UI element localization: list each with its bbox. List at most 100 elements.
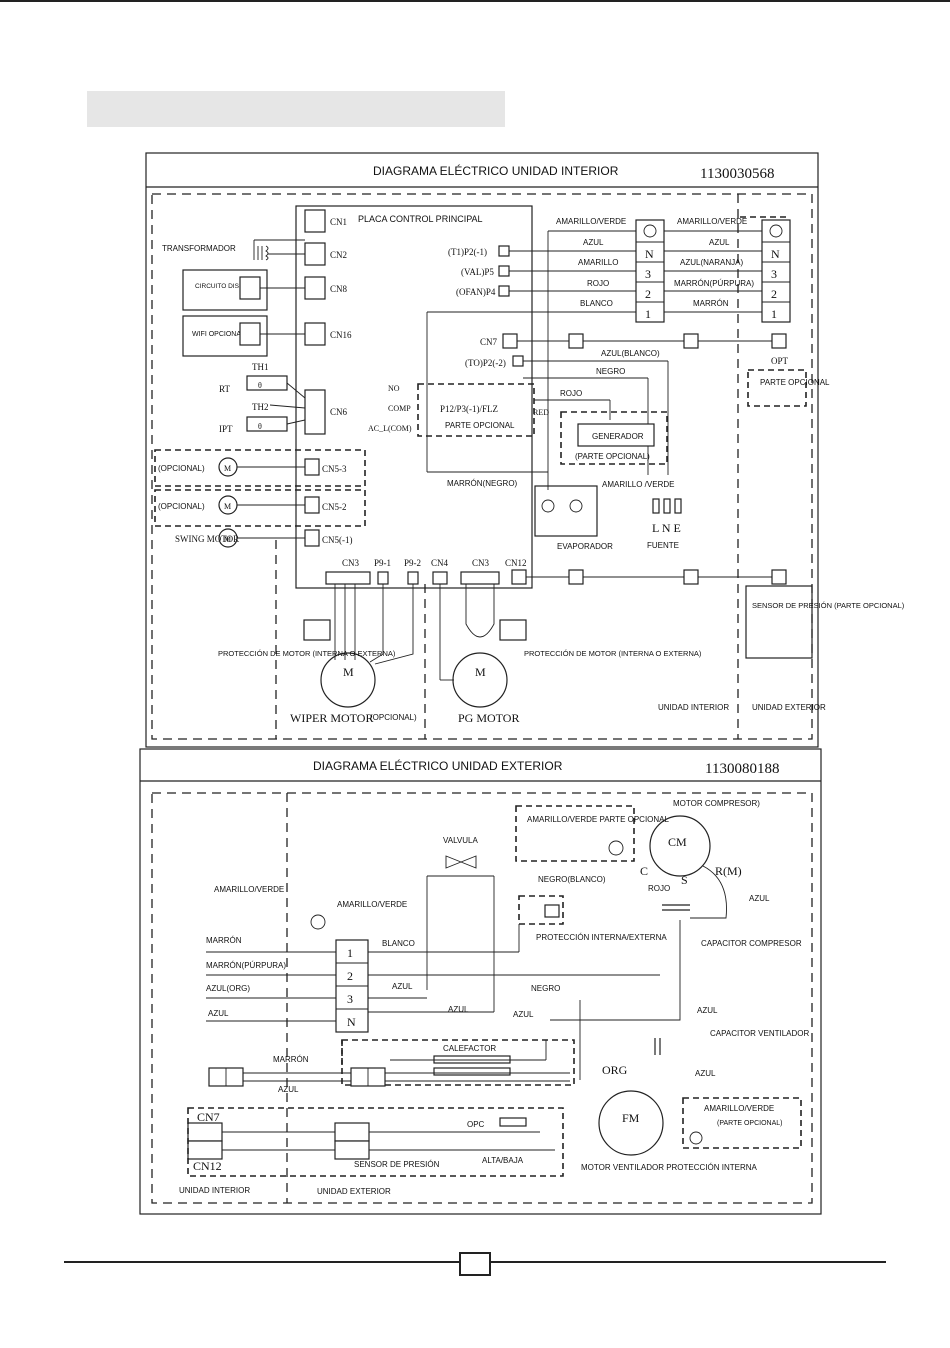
indoor-title: DIAGRAMA ELÉCTRICO UNIDAD INTERIOR <box>373 163 619 178</box>
indoor-diagram: DIAGRAMA ELÉCTRICO UNIDAD INTERIOR 11300… <box>145 152 905 748</box>
comp-label: COMP <box>388 404 411 413</box>
optional-label-2: (OPCIONAL) <box>158 502 205 511</box>
proteccion-label: PROTECCIÓN INTERNA/EXTERNA <box>536 933 667 942</box>
motor-protection-right: PROTECCIÓN DE MOTOR (INTERNA O EXTERNA) <box>524 649 702 658</box>
negro-label: NEGRO <box>596 367 625 376</box>
motor-protection-left: PROTECCIÓN DE MOTOR (INTERNA O EXTERNA) <box>218 649 396 658</box>
outdoor-code: 1130080188 <box>705 761 779 777</box>
wire-o-3: AZUL <box>208 1009 229 1018</box>
azul-blanco: AZUL(BLANCO) <box>601 349 660 358</box>
cn5-3-label: CN5-3 <box>322 464 347 474</box>
calefactor-label: CALEFACTOR <box>443 1044 496 1053</box>
m-small-3: M <box>224 535 231 544</box>
cn5-2-label: CN5-2 <box>322 502 347 512</box>
rm-label: R(M) <box>715 864 742 878</box>
transformer-label: TRANSFORMADOR <box>162 244 236 253</box>
p92-label: P9-2 <box>404 558 421 568</box>
fm-label: FM <box>622 1111 640 1125</box>
th1-label: TH1 <box>252 362 269 372</box>
indoor-unit-label: UNIDAD INTERIOR <box>658 703 729 712</box>
ipt-label: IPT <box>219 424 233 434</box>
wire-o-2: AZUL(ORG) <box>206 984 250 993</box>
cm-label: CM <box>668 835 687 849</box>
terminal-n: N <box>645 247 654 261</box>
cn5-1-label: CN5(-1) <box>322 535 353 545</box>
cap-comp-label: CAPACITOR COMPRESOR <box>701 939 802 948</box>
cn1-label: CN1 <box>330 217 347 227</box>
pg-m: M <box>475 665 486 679</box>
parte-opcional-opt: PARTE OPCIONAL <box>760 378 830 387</box>
wire-l-2: AMARILLO <box>578 258 618 267</box>
main-board <box>295 205 533 589</box>
alta-baja-label: ALTA/BAJA <box>482 1156 524 1165</box>
cn7-label: CN7 <box>480 337 498 347</box>
terminal-n-2: N <box>771 247 780 261</box>
lne-label: L N E <box>652 521 681 535</box>
sensor-out: SENSOR DE PRESIÓN <box>354 1160 440 1169</box>
unidad-interior-out: UNIDAD INTERIOR <box>179 1186 250 1195</box>
indoor-frame <box>145 152 819 748</box>
fuente-label: FUENTE <box>647 541 679 550</box>
page-number <box>459 1252 491 1276</box>
cap-vent-label: CAPACITOR VENTILADOR <box>710 1029 810 1038</box>
negro-out: NEGRO <box>531 984 560 993</box>
org-label: ORG <box>602 1063 628 1077</box>
red-label: RED <box>533 408 549 417</box>
generator-label: GENERADOR <box>592 432 644 441</box>
evaporador-label: EVAPORADOR <box>557 542 613 551</box>
s-label: S <box>681 873 688 887</box>
p-label-4: (TO)P2(-2) <box>465 358 506 368</box>
out-terminal-n: N <box>347 1015 356 1029</box>
p-label-1: (T1)P2(-1) <box>448 247 487 257</box>
negro-blanco: NEGRO(BLANCO) <box>538 875 606 884</box>
valvula-label: VALVULA <box>443 836 478 845</box>
p91-label: P9-1 <box>374 558 391 568</box>
motor-compresor-label: MOTOR COMPRESOR) <box>673 799 760 808</box>
opt-label: OPT <box>771 356 789 366</box>
azul-out-2: AZUL <box>697 1006 718 1015</box>
wire-r-1: AZUL <box>709 238 730 247</box>
flz-label: P12/P3(-1)/FLZ <box>440 404 498 414</box>
amarillo-verde-evap: AMARILLO /VERDE <box>602 480 674 489</box>
wire-l-1: AZUL <box>583 238 604 247</box>
fan-motor-circle <box>598 1090 664 1156</box>
wire-o-0: MARRÓN <box>206 936 242 945</box>
theta-1: θ <box>258 381 262 390</box>
opc-label: OPC <box>467 1120 485 1129</box>
rt-label: RT <box>219 384 230 394</box>
motor-ventilador-label: MOTOR VENTILADOR PROTECCIÓN INTERNA <box>581 1163 758 1172</box>
wire-l-0: AMARILLO/VERDE <box>556 217 626 226</box>
sensor-label: SENSOR DE PRESIÓN (PARTE OPCIONAL) <box>752 601 905 610</box>
out-terminal-3: 3 <box>347 992 353 1006</box>
cn3-label-a: CN3 <box>342 558 360 568</box>
av-opt-label: AMARILLO/VERDE PARTE OPCIONAL <box>527 815 670 824</box>
azul-out-1: AZUL <box>749 894 770 903</box>
av-fan: AMARILLO/VERDE <box>704 1104 774 1113</box>
indoor-code: 1130030568 <box>700 166 774 182</box>
terminal-3-2: 3 <box>771 267 777 281</box>
display-label: CIRCUITO DISPLAY <box>195 283 256 290</box>
wire-l-3: ROJO <box>587 279 609 288</box>
wiper-motor-label: WIPER MOTOR <box>290 711 373 725</box>
m-small-1: M <box>224 464 231 473</box>
optional-label-1: (OPCIONAL) <box>158 464 205 473</box>
wire-o-1: MARRÓN(PÚRPURA) <box>206 961 286 970</box>
av-out-2: AMARILLO/VERDE <box>337 900 407 909</box>
wifi-label: WIFI OPCIONAL <box>192 331 245 338</box>
azul-out-3: AZUL <box>695 1069 716 1078</box>
pg-motor-label: PG MOTOR <box>458 711 519 725</box>
azul-out-5: AZUL <box>448 1005 469 1014</box>
theta-2: θ <box>258 422 262 431</box>
cn2-label: CN2 <box>330 250 347 260</box>
p-label-3: (OFAN)P4 <box>456 287 496 297</box>
th2-label: TH2 <box>252 402 269 412</box>
no-label: NO <box>388 384 400 393</box>
unidad-exterior-out: UNIDAD EXTERIOR <box>317 1187 391 1196</box>
swing-motor-label: SWING MOTOR <box>175 534 239 544</box>
terminal-2-2: 2 <box>771 287 777 301</box>
c-label: C <box>640 864 648 878</box>
optional-wiper: (OPCIONAL) <box>370 713 417 722</box>
generator-opt-label: (PARTE OPCIONAL) <box>575 452 650 461</box>
cn8-label: CN8 <box>330 284 348 294</box>
